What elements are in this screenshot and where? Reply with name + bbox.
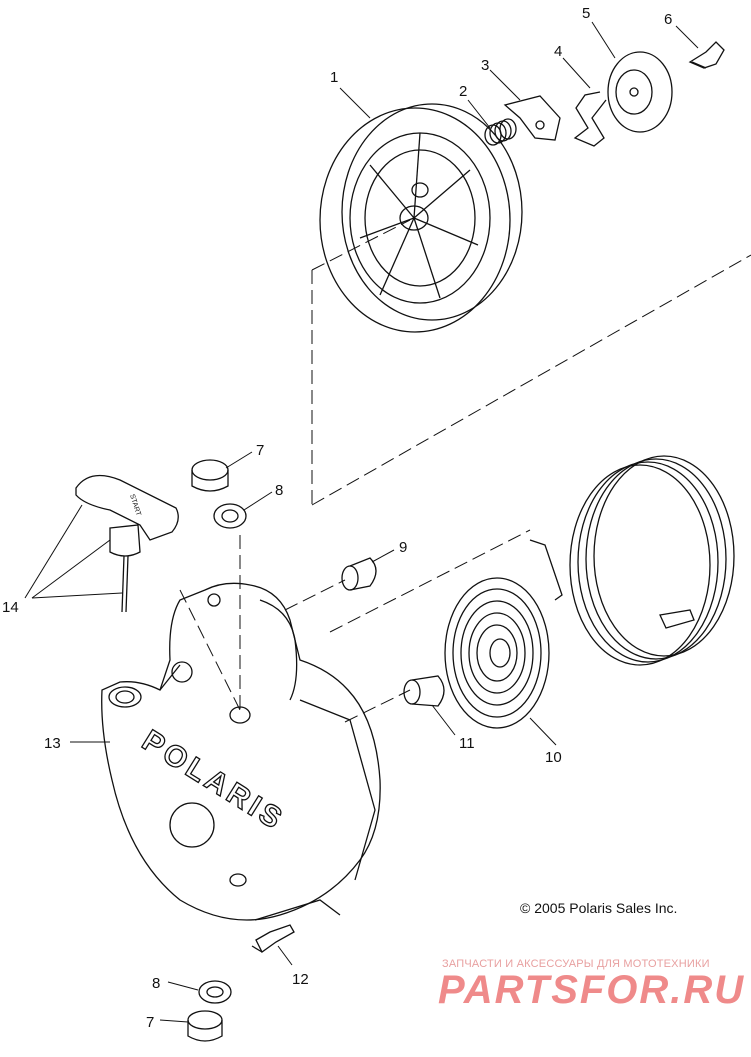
clip-part-4 xyxy=(573,91,607,147)
spring-part-2 xyxy=(484,118,517,146)
part-label-14: 14 xyxy=(2,599,19,616)
rope-coil xyxy=(569,455,735,666)
part-label-5: 5 xyxy=(582,5,590,22)
recoil-spring-part-10 xyxy=(444,539,563,729)
handle-text: START xyxy=(128,493,142,517)
bushing-part-9 xyxy=(341,557,377,591)
watermark-tagline: ЗАПЧАСТИ И АКСЕССУАРЫ ДЛЯ МОТОТЕХНИКИ xyxy=(442,958,710,970)
part-label-12: 12 xyxy=(292,971,309,988)
leader-lines xyxy=(24,21,699,1023)
part-label-4: 4 xyxy=(554,43,562,60)
pawl-part-3 xyxy=(503,95,561,141)
housing-part-13 xyxy=(101,582,381,921)
plug-part-7-top xyxy=(191,459,229,492)
pulley-part-1 xyxy=(319,103,523,333)
part-label-10: 10 xyxy=(545,749,562,766)
part-label-2: 2 xyxy=(459,83,467,100)
part-label-3: 3 xyxy=(481,57,489,74)
part-label-7-top: 7 xyxy=(256,442,264,459)
washer-part-8-top xyxy=(213,503,247,529)
part-label-11: 11 xyxy=(459,735,475,752)
part-label-8-bottom: 8 xyxy=(152,975,160,992)
bolt-part-12 xyxy=(251,924,295,953)
copyright-notice: © 2005 Polaris Sales Inc. xyxy=(520,900,678,916)
plate-part-5 xyxy=(607,51,673,133)
part-label-13: 13 xyxy=(44,735,61,752)
bushing-part-11 xyxy=(403,675,445,707)
bolt-part-6 xyxy=(688,41,725,69)
part-label-6: 6 xyxy=(664,11,672,28)
part-label-1: 1 xyxy=(330,69,338,86)
start-handle-part-14 xyxy=(75,474,179,613)
part-label-8-top: 8 xyxy=(275,482,283,499)
watermark-site: PARTSFOR.RU xyxy=(438,968,746,1012)
part-label-7-bottom: 7 xyxy=(146,1014,154,1031)
assembly-guide-lines xyxy=(179,219,751,723)
washer-part-8-bottom xyxy=(198,980,232,1004)
plug-part-7-bottom xyxy=(187,1010,223,1042)
part-label-9: 9 xyxy=(399,539,407,556)
